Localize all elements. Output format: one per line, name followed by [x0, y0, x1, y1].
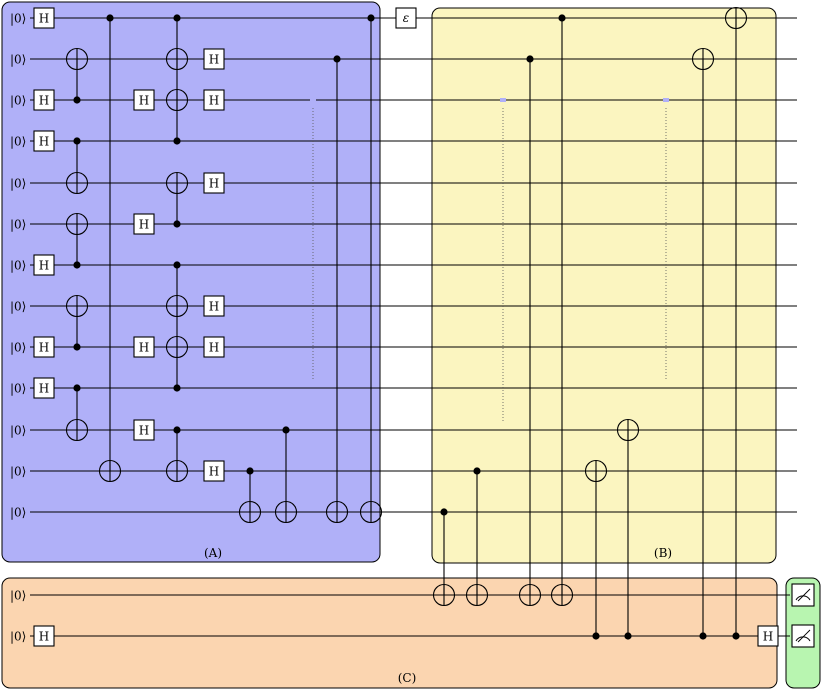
qubit-label: |0⟩ [10, 424, 26, 438]
qubit-label: |0⟩ [10, 94, 26, 108]
measurement-meter [791, 624, 815, 648]
hadamard-gate [757, 625, 779, 647]
control-dot [558, 14, 566, 22]
hadamard-gate [33, 336, 55, 358]
hadamard-gate [133, 419, 155, 441]
control-dot [73, 384, 81, 392]
hadamard-gate [33, 7, 55, 29]
hadamard-gate-label: H [39, 135, 49, 149]
hadamard-gate-label: H [139, 424, 149, 438]
control-dot [333, 55, 341, 63]
hadamard-gate [203, 48, 225, 70]
error-gate-label: ε [403, 11, 409, 25]
hadamard-gate-label: H [39, 259, 49, 273]
region-a-box [1, 1, 381, 563]
qubit-labels: |0⟩ |0⟩ |0⟩ |0⟩ |0⟩ |0⟩ |0⟩ |0⟩ |0⟩ |0⟩ |0⟩ |0⟩ |0⟩ |… [10, 12, 26, 644]
hadamard-gate-label: H [209, 341, 219, 355]
hadamard-gate-label: H [139, 94, 149, 108]
hadamard-gate [203, 460, 225, 482]
hadamard-gate [133, 213, 155, 235]
control-dot [367, 14, 375, 22]
hadamard-gate-label: H [209, 53, 219, 67]
qubit-label: |0⟩ [10, 382, 26, 396]
control-dot [440, 508, 448, 516]
qubit-label: |0⟩ [10, 259, 26, 273]
hadamard-gate-label: H [139, 218, 149, 232]
region-c-label: (C) [398, 671, 417, 685]
hadamard-gate-label: H [39, 341, 49, 355]
control-dot [173, 261, 181, 269]
qubit-label: |0⟩ [10, 177, 26, 191]
control-dot [73, 96, 81, 104]
hadamard-gate-label: H [39, 94, 49, 108]
control-dot [473, 467, 481, 475]
control-dot [173, 220, 181, 228]
control-dot [73, 343, 81, 351]
hadamard-gate-label: H [39, 12, 49, 26]
hadamard-gate-label: H [209, 177, 219, 191]
meter-needle [797, 629, 811, 643]
control-dot [246, 467, 254, 475]
control-dot [173, 426, 181, 434]
gates: H H H H H H H H H H H H H H H H H Hε [33, 6, 815, 648]
qubit-label: |0⟩ [10, 12, 26, 26]
hadamard-gate-label: H [209, 300, 219, 314]
control-dot [526, 55, 534, 63]
control-dot [282, 426, 290, 434]
hadamard-gate [33, 377, 55, 399]
measurement-meter [791, 583, 815, 607]
control-dot [732, 632, 740, 640]
region-b-label: (B) [654, 546, 672, 560]
control-dot [73, 261, 81, 269]
control-dot [592, 632, 600, 640]
hadamard-gate [33, 89, 55, 111]
ellipsis-gap [663, 98, 669, 102]
ellipsis-gap [500, 98, 506, 102]
hadamard-gate-label: H [139, 341, 149, 355]
hadamard-gate [133, 89, 155, 111]
qubit-label: |0⟩ [10, 589, 26, 603]
hadamard-gate [33, 254, 55, 276]
qubit-label: |0⟩ [10, 53, 26, 67]
control-dot [73, 137, 81, 145]
qubit-label: |0⟩ [10, 630, 26, 644]
ellipsis-gap [310, 98, 316, 102]
qubit-label: |0⟩ [10, 465, 26, 479]
hadamard-gate [203, 336, 225, 358]
control-dot [173, 137, 181, 145]
control-dot [699, 632, 707, 640]
region-b-box [431, 7, 777, 564]
region-a-label: (A) [204, 546, 222, 560]
hadamard-gate [203, 172, 225, 194]
control-dot [624, 632, 632, 640]
hadamard-gate [133, 336, 155, 358]
hadamard-gate [203, 295, 225, 317]
hadamard-gate [33, 625, 55, 647]
hadamard-gate-label: H [39, 382, 49, 396]
hadamard-gate [203, 89, 225, 111]
qubit-label: |0⟩ [10, 341, 26, 355]
control-dot [173, 14, 181, 22]
hadamard-gate-label: H [39, 630, 49, 644]
control-dot [106, 14, 114, 22]
error-gate [395, 7, 417, 29]
hadamard-gate-label: H [209, 465, 219, 479]
meter-needle [797, 588, 811, 602]
ellipsis-lines [310, 98, 669, 422]
hadamard-gate-label: H [763, 630, 773, 644]
qubit-wires [30, 17, 797, 637]
qubit-label: |0⟩ [10, 506, 26, 520]
control-dot [173, 384, 181, 392]
qubit-label: |0⟩ [10, 300, 26, 314]
hadamard-gate-label: H [209, 94, 219, 108]
hadamard-gate [33, 130, 55, 152]
qubit-label: |0⟩ [10, 218, 26, 232]
qubit-label: |0⟩ [10, 135, 26, 149]
